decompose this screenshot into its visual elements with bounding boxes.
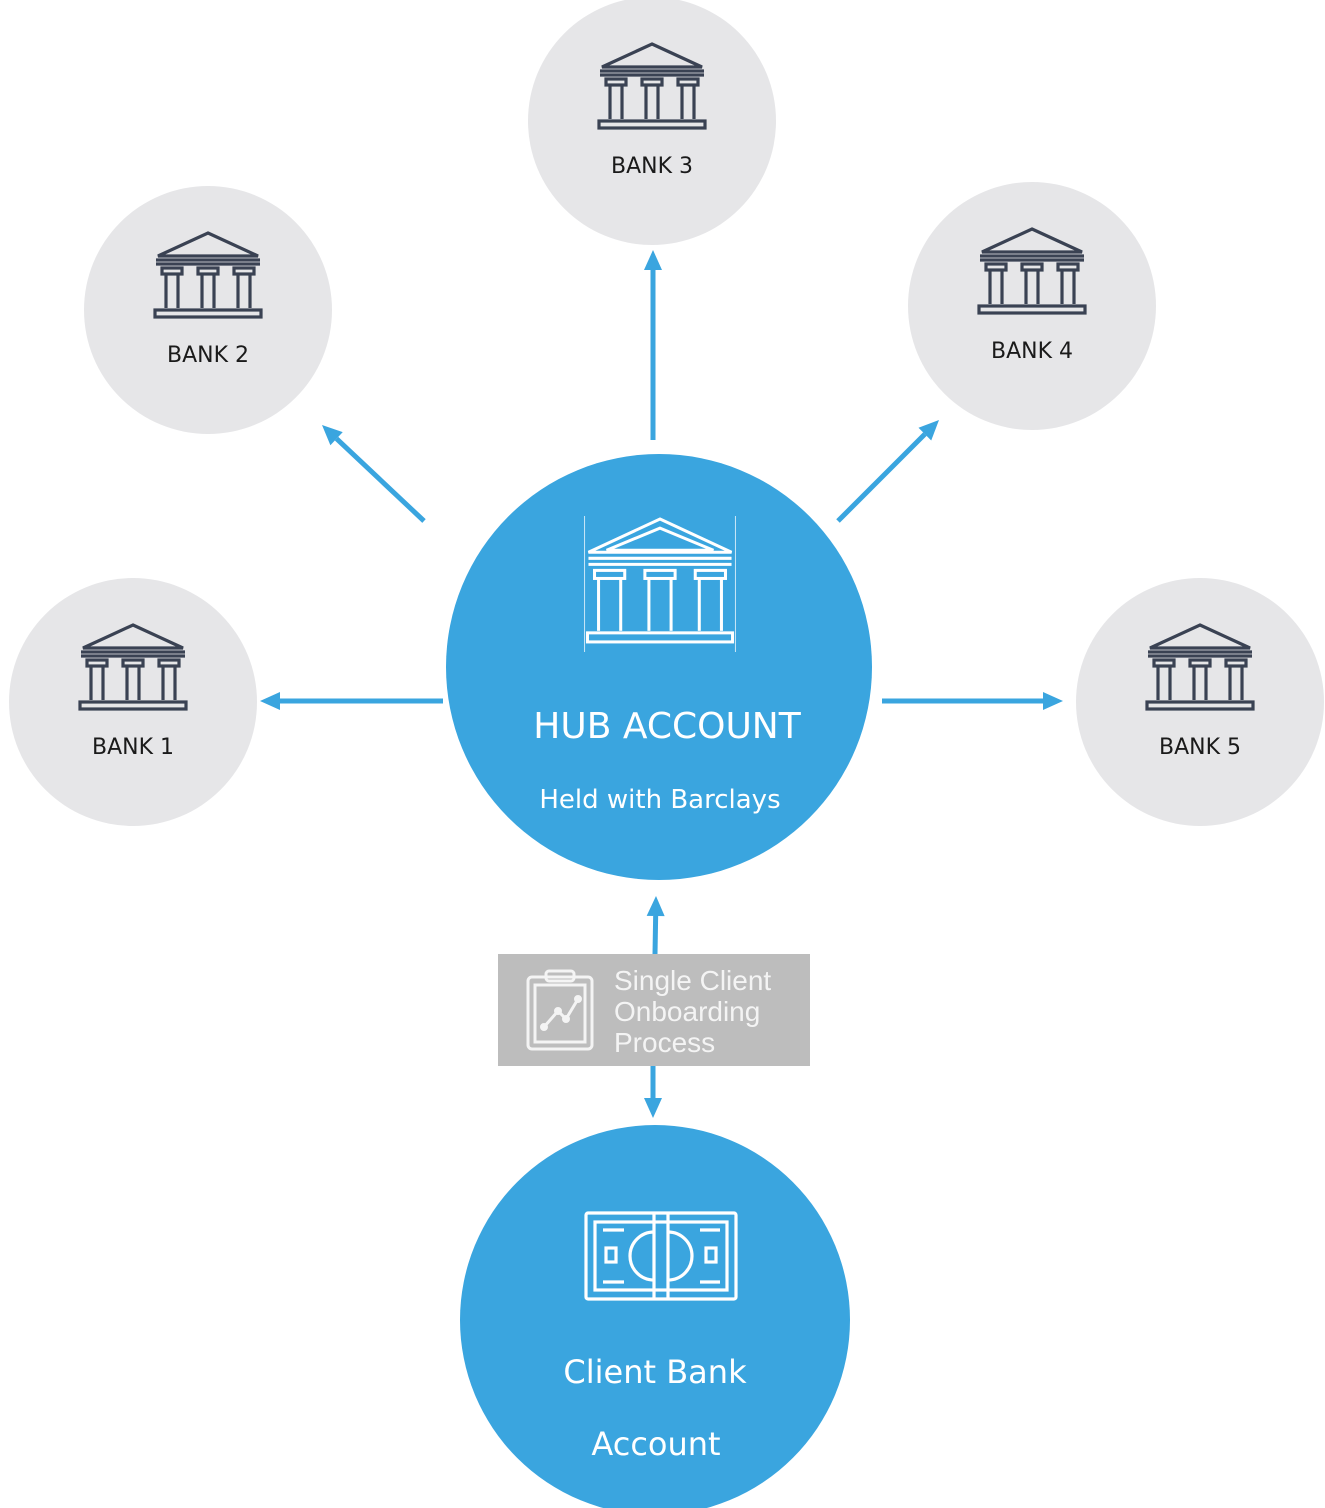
client-label-line-1: Client Bank (563, 1353, 747, 1391)
bank-label: BANK 5 (1159, 735, 1241, 760)
bank-node-4: BANK 4 (908, 182, 1156, 430)
hub-subtitle: Held with Barclays (539, 785, 780, 815)
hub-circle (446, 454, 872, 880)
clipboard-chart-icon (526, 969, 594, 1051)
bank-node-5: BANK 5 (1076, 578, 1324, 826)
hub-title: HUB ACCOUNT (533, 706, 801, 747)
arrowhead (646, 896, 665, 917)
hub-account-node: HUB ACCOUNT Held with Barclays (446, 454, 872, 880)
connectors (260, 250, 1063, 1118)
banknote-icon (584, 1211, 738, 1301)
client-bank-account-node: Client Bank Account (460, 1125, 850, 1508)
bank-nodes: BANK 1 BANK 2 BANK 3 BANK 4 BANK 5 (9, 0, 1324, 826)
arrow-to-bank-1 (260, 692, 443, 710)
arrow-to-bank-4 (836, 420, 939, 523)
onboarding-line-2: Onboarding (614, 996, 760, 1027)
arrowhead (260, 692, 280, 710)
arrowhead (322, 425, 343, 446)
bank-label: BANK 1 (92, 735, 174, 760)
connector-line (652, 915, 659, 955)
arrowhead (1043, 692, 1063, 710)
client-circle (460, 1125, 850, 1508)
onboarding-line-1: Single Client (614, 965, 771, 996)
bank-node-2: BANK 2 (84, 186, 332, 434)
bank-node-1: BANK 1 (9, 578, 257, 826)
arrow-to-bank-5 (882, 692, 1063, 710)
onboarding-background (498, 954, 810, 1066)
onboarding-line-3: Process (614, 1027, 715, 1058)
connector-line (334, 436, 426, 523)
bank-node-3: BANK 3 (528, 0, 776, 245)
arrow-onboarding-to-client (644, 1066, 662, 1118)
arrow-to-bank-2 (322, 425, 426, 523)
arrowhead (644, 250, 662, 270)
arrowhead (644, 1098, 662, 1118)
arrowhead (918, 420, 939, 441)
arrow-to-bank-3 (644, 250, 662, 440)
arrow-onboarding-to-hub (646, 896, 665, 955)
connector-line (836, 432, 927, 523)
bank-label: BANK 3 (611, 154, 693, 179)
onboarding-box: Single Client Onboarding Process (498, 954, 810, 1066)
client-label-line-2: Account (591, 1425, 720, 1463)
bank-label: BANK 4 (991, 339, 1073, 364)
bank-label: BANK 2 (167, 343, 249, 368)
